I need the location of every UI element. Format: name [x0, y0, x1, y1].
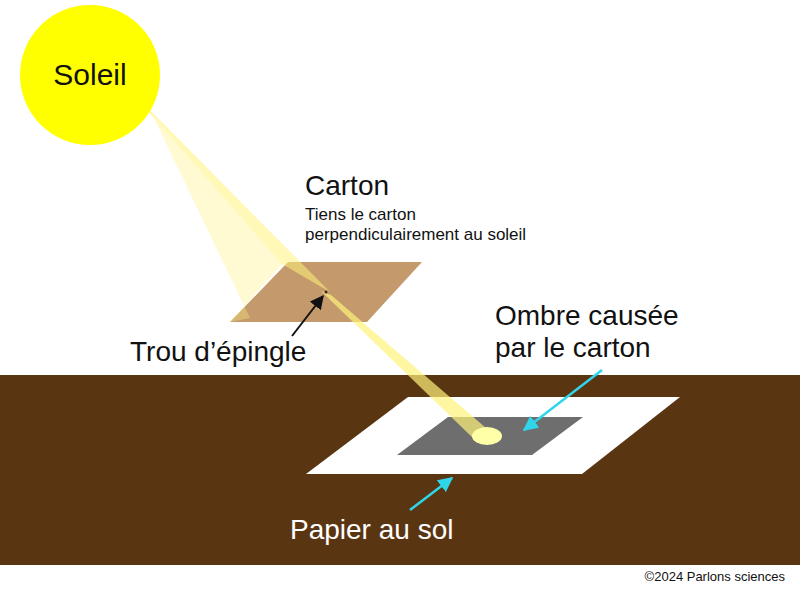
ground [0, 375, 800, 565]
sun-label: Soleil [53, 58, 126, 92]
part-name: Ombre causée par le carton [495, 300, 710, 364]
sun-circle: Soleil [20, 5, 160, 145]
leader-line [524, 370, 602, 430]
pinhole [325, 291, 328, 294]
part-name: Papier au sol [290, 514, 530, 546]
leader-line [410, 478, 452, 510]
sun-image [472, 427, 502, 445]
instruction-note: Tiens le carton perpendiculairement au s… [305, 205, 570, 244]
copyright-note: ©2024 Parlons sciences [645, 570, 785, 585]
paper-sheet [306, 397, 680, 474]
pinhole-beam [321, 291, 500, 440]
part-name: Carton [305, 170, 505, 202]
part-name: Trou d’épingle [130, 336, 360, 368]
cardboard-shadow [397, 417, 583, 455]
leader-line [292, 296, 323, 336]
